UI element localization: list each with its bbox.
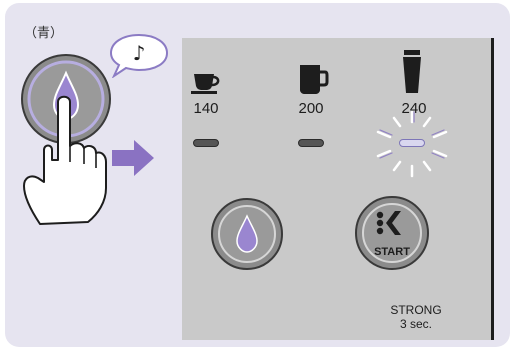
right-arrow-icon xyxy=(108,138,156,178)
led-140 xyxy=(193,139,219,147)
music-note-icon: ♪ xyxy=(133,41,146,65)
hand-pointer-icon xyxy=(18,90,108,230)
mug-icon xyxy=(296,62,330,96)
espresso-cup-icon xyxy=(190,70,224,96)
cup-volume-200: 200 xyxy=(291,100,331,117)
water-button[interactable] xyxy=(210,197,284,271)
sound-bubble: ♪ xyxy=(108,32,170,78)
start-label: START xyxy=(374,246,410,258)
hold-instruction-line1: STRONG xyxy=(361,303,471,317)
tall-glass-icon xyxy=(400,48,426,96)
led-200 xyxy=(298,139,324,147)
start-button[interactable]: START xyxy=(354,195,430,271)
cup-volume-140: 140 xyxy=(186,100,226,117)
color-label: （青） xyxy=(24,22,63,41)
hold-instruction: STRONG 3 sec. xyxy=(361,303,471,331)
hold-instruction-line2: 3 sec. xyxy=(361,317,471,331)
control-panel xyxy=(182,38,494,340)
blink-rays-icon xyxy=(372,110,452,180)
